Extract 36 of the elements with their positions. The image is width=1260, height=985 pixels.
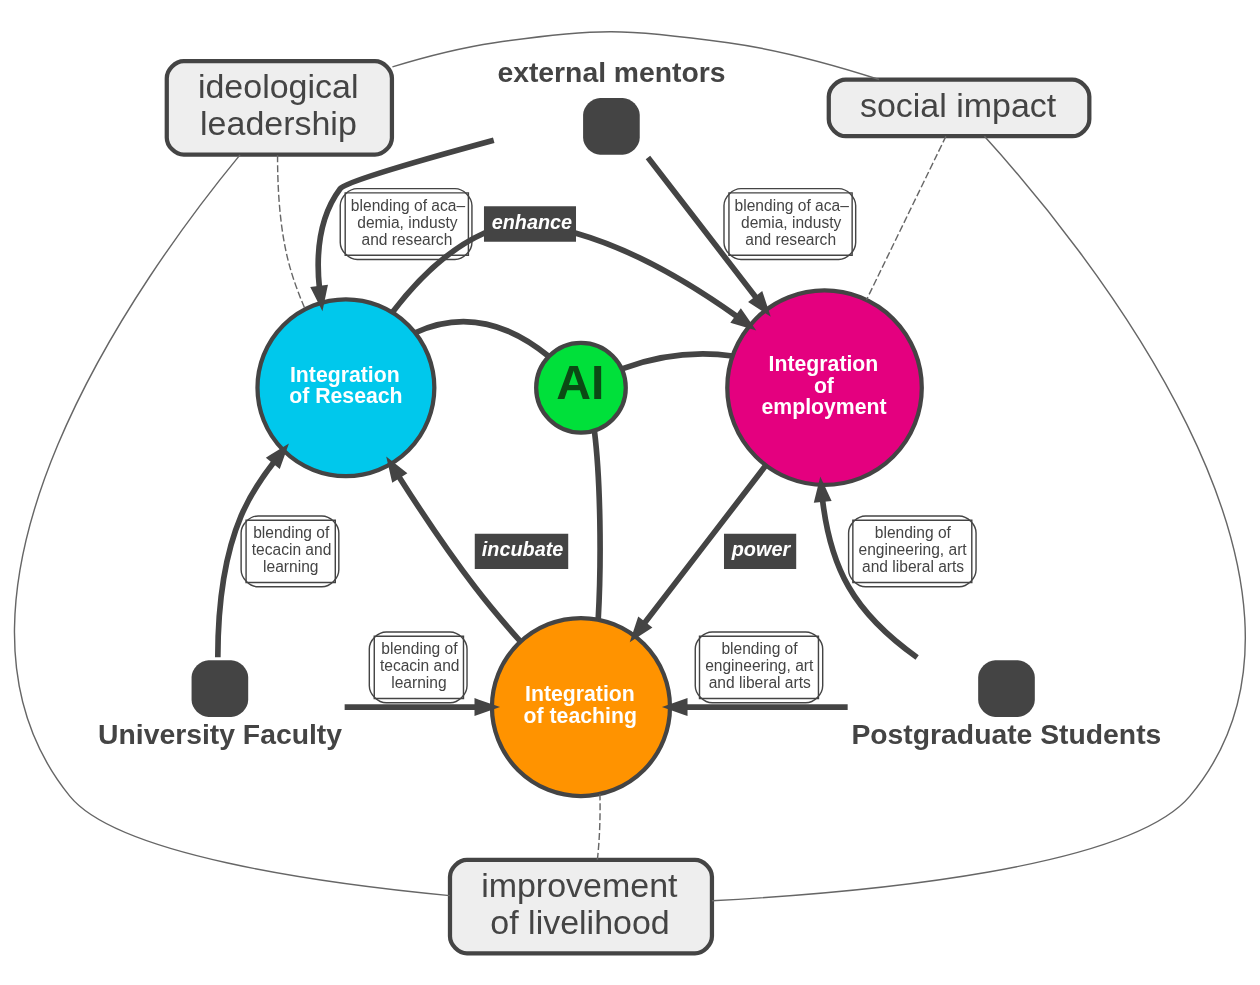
arrow xyxy=(645,155,771,317)
edge-label: blending of tecacin and learning xyxy=(379,640,460,692)
arrow xyxy=(215,443,289,658)
node-box: improvement of livelihood xyxy=(447,857,715,956)
connector xyxy=(711,135,1246,902)
connector xyxy=(596,793,601,861)
arrow xyxy=(386,456,523,643)
node-box: social impact xyxy=(826,77,1092,139)
edge-label: power xyxy=(731,537,791,560)
edge-label: incubate xyxy=(481,537,564,560)
node-circle: AI xyxy=(534,340,628,435)
connector xyxy=(865,135,947,301)
node-box: ideological leadership xyxy=(164,59,395,157)
connector xyxy=(591,430,603,620)
edge-label: blending of tecacin and learning xyxy=(251,524,332,576)
node-label: external mentors xyxy=(497,56,726,89)
edge-label: blending of engineering, art and liberal arts xyxy=(705,640,814,692)
edge-label: blending of engineering, art and liberal arts xyxy=(858,524,967,576)
node-label: University Faculty xyxy=(98,717,343,750)
edge-label: enhance xyxy=(491,210,573,233)
arrow xyxy=(813,476,919,660)
edge-label: blending of aca– demia, industy and research xyxy=(350,196,466,248)
arrow xyxy=(629,463,769,643)
connector xyxy=(13,154,451,897)
node-circle: Integration of Reseach xyxy=(255,297,437,479)
connector xyxy=(414,318,551,359)
arrow xyxy=(661,698,848,716)
edge-label: blending of aca– demia, industy and research xyxy=(734,196,849,248)
connector xyxy=(391,31,880,81)
arrow xyxy=(344,698,501,716)
connector xyxy=(620,351,734,372)
node-label: Postgraduate Students xyxy=(851,717,1162,750)
node-box xyxy=(978,660,1035,717)
node-box xyxy=(191,660,249,717)
arrow xyxy=(310,137,495,312)
node-box xyxy=(583,98,640,155)
